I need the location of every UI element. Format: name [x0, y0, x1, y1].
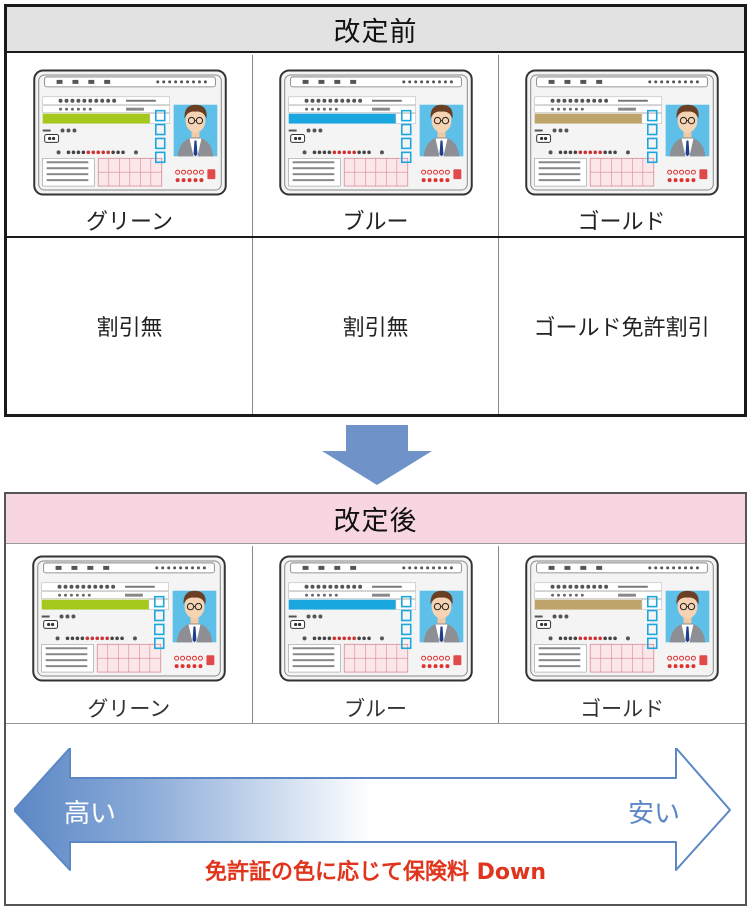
- down-arrow-icon: [322, 425, 432, 485]
- after-card-cell-gold: ゴールド: [498, 546, 745, 723]
- after-card-row: グリーン ブルー ゴールド: [6, 546, 745, 724]
- discount-cell-gold: ゴールド免許割引: [498, 238, 744, 414]
- before-title: 改定前: [7, 7, 744, 53]
- price-scale-arrow-icon: [14, 748, 731, 871]
- license-card-green-icon: [32, 69, 227, 196]
- price-high-label: 高い: [64, 799, 117, 829]
- card-label: グリーン: [87, 697, 171, 721]
- discount-cell-blue: 割引無: [252, 238, 498, 414]
- card-label: ゴールド: [577, 210, 666, 235]
- before-card-cell-green: グリーン: [7, 55, 252, 236]
- license-card-gold-icon: [524, 69, 719, 196]
- card-label: ブルー: [342, 210, 409, 235]
- card-label: ブルー: [344, 697, 407, 721]
- before-card-row: グリーン ブルー ゴールド: [7, 55, 744, 238]
- before-panel: 改定前 グリーン ブルー ゴールド 割引無 割引無 ゴールド免許割引: [4, 4, 747, 417]
- license-card-blue-icon: [278, 69, 473, 196]
- card-label: グリーン: [86, 210, 173, 235]
- after-card-cell-blue: ブルー: [251, 546, 499, 723]
- scale-caption: 免許証の色に応じて保険料 Down: [204, 860, 547, 885]
- after-card-cell-green: グリーン: [6, 546, 252, 723]
- discount-cell-green: 割引無: [7, 238, 252, 414]
- discount-text: 割引無: [342, 316, 409, 341]
- after-title: 改定後: [6, 494, 745, 544]
- license-card-blue-icon: [278, 555, 473, 682]
- before-card-cell-blue: ブルー: [252, 55, 498, 236]
- before-card-cell-gold: ゴールド: [498, 55, 744, 236]
- license-card-gold-icon: [525, 555, 719, 682]
- discount-text: ゴールド免許割引: [533, 316, 710, 341]
- license-card-green-icon: [32, 555, 226, 682]
- card-label: ゴールド: [580, 697, 665, 721]
- discount-text: 割引無: [96, 316, 163, 341]
- price-cheap-label: 安い: [628, 799, 681, 829]
- before-discount-row: 割引無 割引無 ゴールド免許割引: [7, 238, 744, 414]
